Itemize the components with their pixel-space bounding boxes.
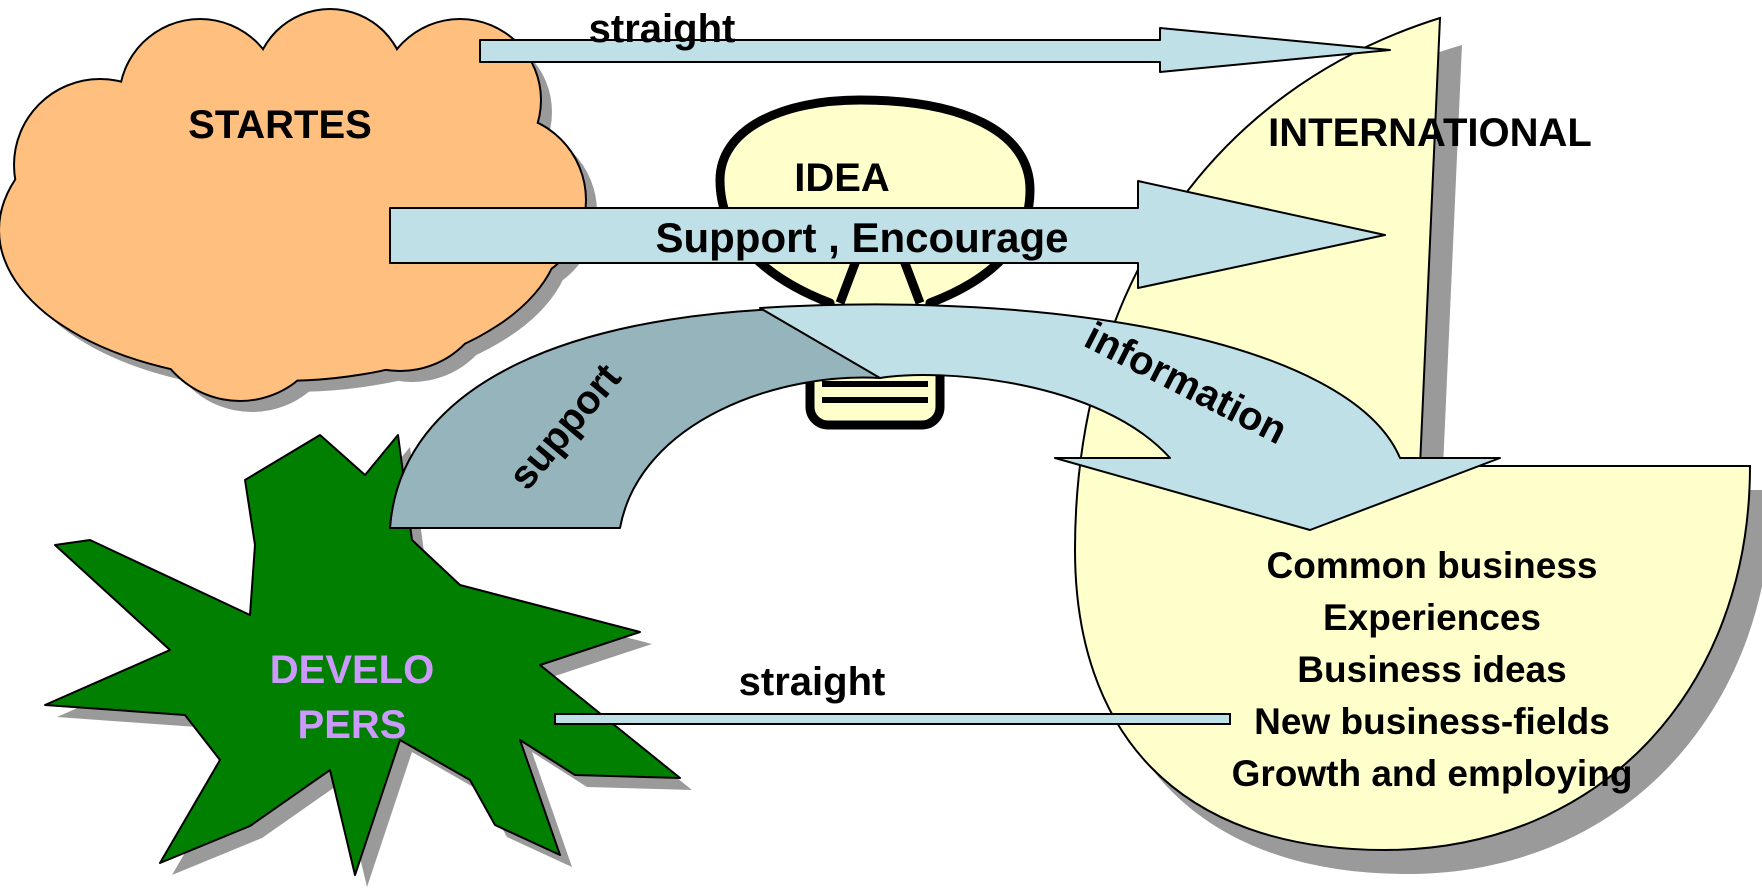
idea-label: IDEA [794, 156, 890, 200]
bottom-straight-arrow [554, 713, 1231, 725]
startes-label: STARTES [188, 103, 372, 147]
information-arc-arrow [759, 303, 1501, 531]
bottom-straight-label: straight [739, 660, 886, 704]
support-encourage-arrow [389, 180, 1386, 289]
benefit-item: New business-fields [1254, 701, 1610, 742]
international-label: INTERNATIONAL [1268, 111, 1592, 155]
benefit-item: Experiences [1323, 597, 1541, 638]
benefit-item: Common business [1267, 545, 1598, 586]
benefits-list: Common business Experiences Business ide… [1232, 545, 1633, 794]
developers-label-line2: PERS [298, 703, 407, 747]
developers-label-line1: DEVELO [270, 648, 434, 692]
support-encourage-label: Support , Encourage [655, 214, 1068, 261]
top-straight-label: straight [589, 7, 736, 51]
top-straight-arrow [479, 27, 1391, 73]
benefit-item: Business ideas [1297, 649, 1566, 690]
benefit-item: Growth and employing [1232, 753, 1633, 794]
